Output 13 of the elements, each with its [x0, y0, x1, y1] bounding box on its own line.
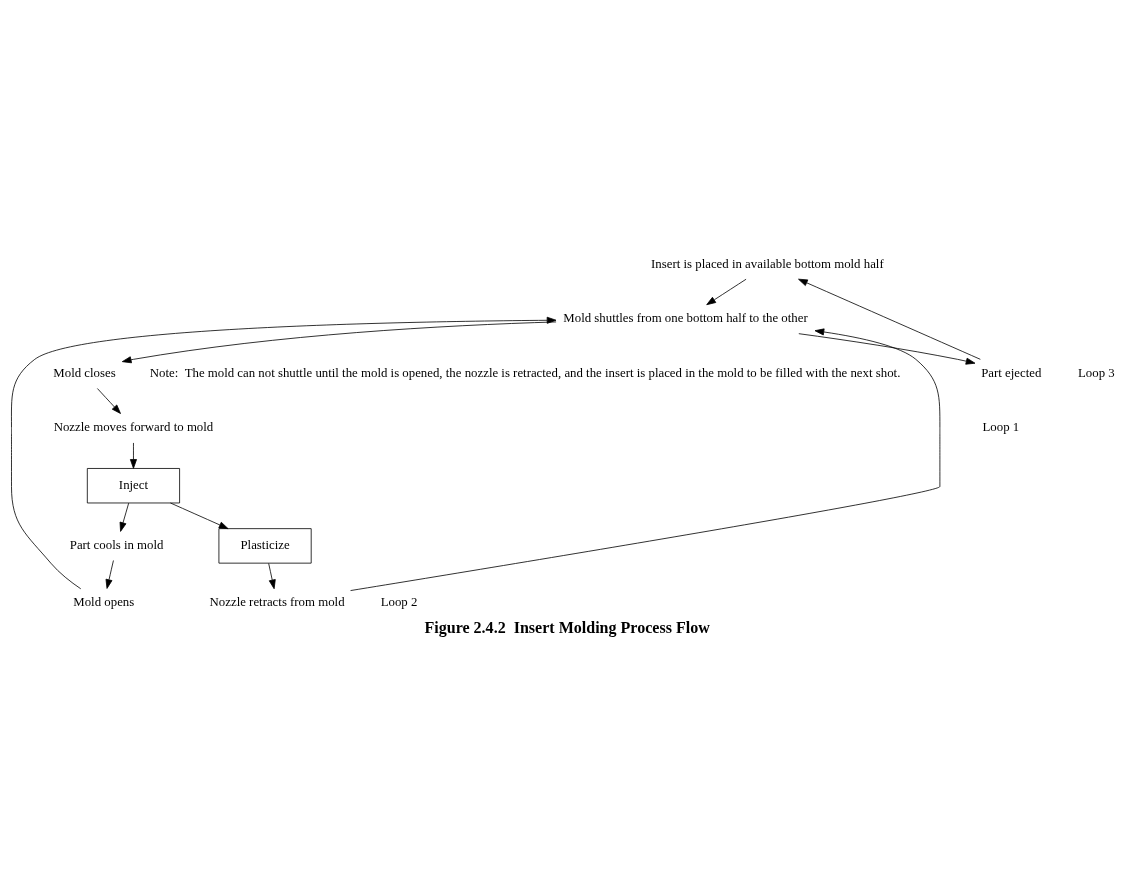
node-text: Nozzle retracts from mold — [209, 595, 345, 610]
node-text: Nozzle moves forward to mold — [53, 420, 214, 435]
node-text: Part cools in mold — [69, 537, 164, 552]
node-text: Part ejected — [981, 365, 1042, 380]
label: Loop 3 — [1078, 365, 1115, 380]
node-text: Mold shuttles from one bottom half to the other — [563, 311, 808, 326]
label: Loop 2 — [380, 595, 418, 610]
node-text: Mold closes — [53, 365, 116, 380]
node-text: Insert is placed in available bottom mold half — [651, 256, 884, 271]
caption: Figure 2.4.2 Insert Molding Process Flow — [424, 618, 710, 636]
label: Note: The mold can not shuttle until the mold is opened, the nozzle is retracted, and the insert is placed in the mold to be filled with the next shot. — [149, 365, 901, 380]
node-text: Mold opens — [73, 595, 135, 610]
label: Loop 1 — [982, 420, 1020, 435]
